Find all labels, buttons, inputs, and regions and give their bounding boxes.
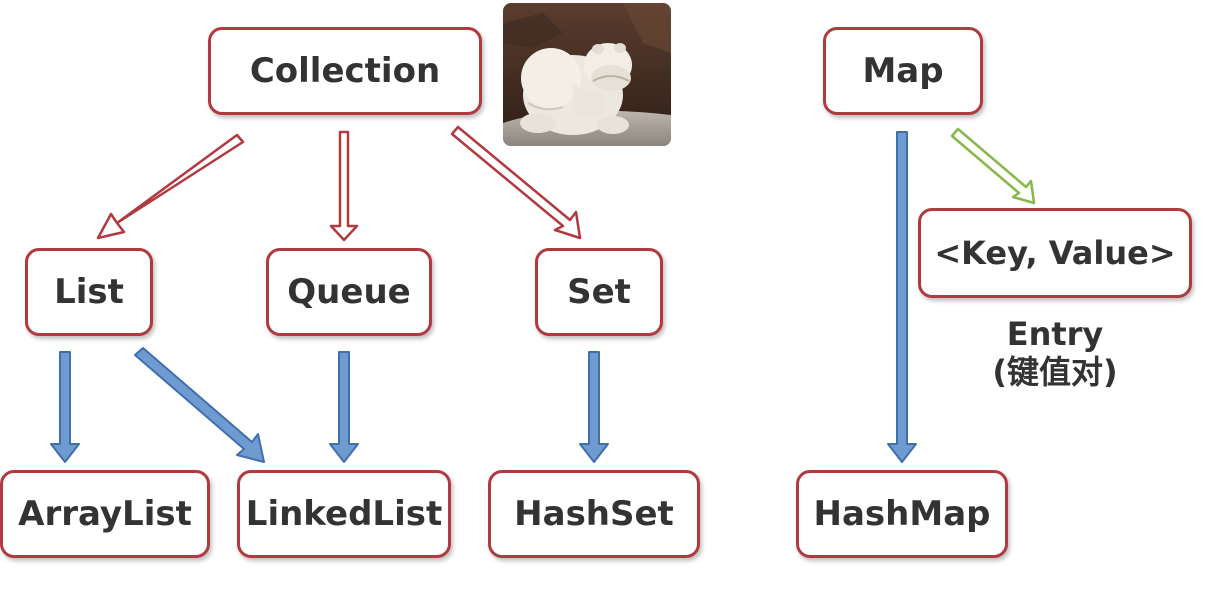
arrow-list-to-arraylist (50, 351, 80, 463)
node-queue-label: Queue (287, 272, 411, 312)
node-linkedlist: LinkedList (237, 470, 451, 558)
arrow-collection-to-queue (329, 130, 359, 242)
node-collection: Collection (208, 27, 482, 115)
entry-caption-subtitle: (键值对) (992, 353, 1118, 391)
node-key-value-label: <Key, Value> (934, 234, 1176, 272)
node-hashset: HashSet (488, 470, 700, 558)
node-map: Map (823, 27, 983, 115)
node-hashmap-label: HashMap (813, 494, 991, 534)
arrow-collection-to-list (96, 133, 245, 240)
node-hashset-label: HashSet (514, 494, 674, 534)
arrow-queue-to-linkedlist (329, 351, 359, 463)
node-queue: Queue (266, 248, 432, 336)
arrow-map-to-entry (950, 127, 1036, 205)
node-collection-label: Collection (249, 51, 441, 91)
arrow-map-to-hashmap (887, 131, 917, 463)
arrow-collection-to-set (450, 125, 582, 240)
node-map-label: Map (862, 51, 944, 91)
node-linkedlist-label: LinkedList (245, 494, 443, 534)
node-hashmap: HashMap (796, 470, 1008, 558)
arrow-list-to-linkedlist (134, 347, 265, 463)
node-list-label: List (54, 272, 124, 312)
node-set-label: Set (567, 272, 631, 312)
arrow-set-to-hashset (579, 351, 609, 463)
node-arraylist: ArrayList (0, 470, 210, 558)
node-arraylist-label: ArrayList (18, 494, 192, 534)
node-list: List (25, 248, 153, 336)
entry-caption-title: Entry (1006, 315, 1104, 353)
node-set: Set (535, 248, 663, 336)
polar-bear-facepalm-photo (503, 3, 671, 146)
node-key-value: <Key, Value> (918, 208, 1192, 298)
entry-caption: Entry (键值对) (960, 315, 1150, 391)
